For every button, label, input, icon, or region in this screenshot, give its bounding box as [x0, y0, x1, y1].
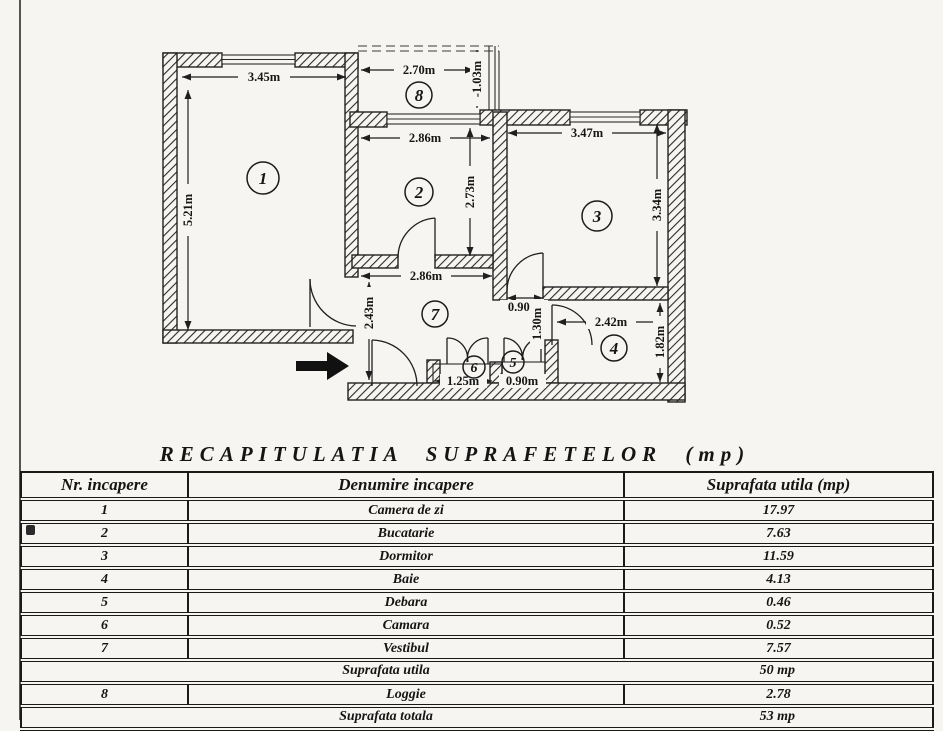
- dim-loggia-depth: -1.03m: [470, 50, 484, 108]
- dim-vestibul-width: 2.86m: [361, 269, 492, 283]
- floor-plan: 3.45m 5.21m 2.70m -1.03m 2.86m 2.73m 3: [162, 45, 688, 403]
- row-nr: 2: [21, 522, 189, 547]
- dim-baie-width: 2.42m: [557, 315, 666, 329]
- svg-text:3.34m: 3.34m: [650, 188, 664, 221]
- recap-title: RECAPITULATIA SUPRAFETELOR (mp): [159, 442, 751, 466]
- table-row: 4 Baie 4.13: [21, 568, 933, 593]
- scanned-page-edge: [19, 0, 21, 720]
- row-denumire: Debara: [188, 591, 625, 616]
- svg-text:0.90m: 0.90m: [506, 374, 539, 388]
- header-denumire: Denumire incapere: [188, 472, 625, 501]
- row-denumire: Bucatarie: [188, 522, 625, 547]
- room-camera-number: 1: [246, 161, 280, 195]
- table-row: 7 Vestibul 7.57: [21, 637, 933, 662]
- dim-vestibul-height: 2.43m: [362, 282, 376, 380]
- row-suprafata: 17.97: [624, 499, 933, 524]
- row-nr: 3: [21, 545, 189, 570]
- svg-text:2.70m: 2.70m: [403, 63, 436, 77]
- row-suprafata: 2.78: [624, 683, 933, 708]
- header-suprafata: Suprafata utila (mp): [624, 472, 933, 501]
- dim-baie-height: 1.82m: [653, 303, 667, 382]
- dim-loggia-width: 2.70m: [361, 63, 474, 77]
- row-nr: 5: [21, 591, 189, 616]
- svg-text:7: 7: [431, 305, 441, 324]
- summary-utila-label: Suprafata utila: [342, 663, 430, 678]
- row-nr: 8: [21, 683, 189, 708]
- svg-text:2.86m: 2.86m: [410, 269, 443, 283]
- svg-text:1.25m: 1.25m: [447, 374, 480, 388]
- room-camara-number: 6: [462, 355, 486, 379]
- svg-text:3.47m: 3.47m: [571, 126, 604, 140]
- table-header-row: Nr. incapere Denumire incapere Suprafata…: [21, 472, 933, 501]
- header-nr-incapere: Nr. incapere: [21, 472, 189, 501]
- row-suprafata: 7.63: [624, 522, 933, 547]
- svg-text:8: 8: [415, 86, 424, 105]
- room-debara-number: 5: [501, 350, 525, 374]
- windows: [221, 54, 641, 125]
- svg-text:5: 5: [510, 356, 517, 371]
- table-row: 1 Camera de zi 17.97: [21, 499, 933, 524]
- row-suprafata: 4.13: [624, 568, 933, 593]
- room-baie-number: 4: [600, 334, 628, 362]
- svg-text:2.43m: 2.43m: [362, 296, 376, 329]
- svg-text:3.45m: 3.45m: [248, 70, 281, 84]
- walls: [162, 52, 688, 403]
- svg-text:5.21m: 5.21m: [181, 193, 195, 226]
- table-row: 8 Loggie 2.78: [21, 683, 933, 708]
- row-suprafata: 0.52: [624, 614, 933, 639]
- summary-totala-row: Suprafata totala 53 mp: [21, 706, 933, 731]
- svg-text:1: 1: [259, 169, 268, 188]
- svg-text:3: 3: [592, 207, 602, 226]
- svg-text:2.86m: 2.86m: [409, 131, 442, 145]
- room-dormitor-number: 3: [581, 200, 613, 232]
- scan-artifact: [26, 525, 35, 535]
- summary-totala-label: Suprafata totala: [339, 709, 433, 724]
- room-loggia-number: 8: [405, 81, 433, 109]
- row-suprafata: 7.57: [624, 637, 933, 662]
- summary-totala-value: 53 mp: [759, 709, 795, 724]
- svg-text:1.82m: 1.82m: [653, 325, 667, 358]
- dim-camera-height: 5.21m: [181, 90, 195, 330]
- row-nr: 6: [21, 614, 189, 639]
- dim-debara-depth: 1.30m: [530, 299, 544, 349]
- dim-bucatarie-width: 2.86m: [361, 131, 490, 145]
- svg-text:-1.03m: -1.03m: [470, 60, 484, 97]
- row-denumire: Camara: [188, 614, 625, 639]
- summary-utila-value: 50 mp: [759, 663, 795, 678]
- svg-text:4: 4: [609, 339, 619, 358]
- dim-camera-width: 3.45m: [182, 70, 346, 84]
- recap-table: Nr. incapere Denumire incapere Suprafata…: [20, 471, 934, 731]
- svg-text:2.73m: 2.73m: [463, 175, 477, 208]
- svg-text:1.30m: 1.30m: [530, 307, 544, 340]
- row-suprafata: 11.59: [624, 545, 933, 570]
- svg-text:2.42m: 2.42m: [595, 315, 628, 329]
- row-denumire: Vestibul: [188, 637, 625, 662]
- dim-camara-width: 1.25m: [435, 374, 492, 388]
- row-suprafata: 0.46: [624, 591, 933, 616]
- table-row: 2 Bucatarie 7.63: [21, 522, 933, 547]
- dim-dormitor-width: 3.47m: [508, 126, 666, 140]
- row-denumire: Camera de zi: [188, 499, 625, 524]
- room-bucatarie-number: 2: [404, 177, 434, 207]
- summary-utila-row: Suprafata utila 50 mp: [21, 660, 933, 685]
- table-row: 6 Camara 0.52: [21, 614, 933, 639]
- svg-text:6: 6: [471, 361, 478, 376]
- svg-text:2: 2: [414, 183, 424, 202]
- row-denumire: Dormitor: [188, 545, 625, 570]
- row-denumire: Baie: [188, 568, 625, 593]
- dim-bucatarie-height: 2.73m: [463, 128, 477, 256]
- row-nr: 1: [21, 499, 189, 524]
- row-nr: 7: [21, 637, 189, 662]
- entrance-arrow-icon: [296, 352, 349, 380]
- dim-debara-width: 0.90m: [499, 374, 546, 388]
- table-row: 3 Dormitor 11.59: [21, 545, 933, 570]
- room-vestibul-number: 7: [421, 300, 449, 328]
- table-row: 5 Debara 0.46: [21, 591, 933, 616]
- dim-dormitor-height: 3.34m: [650, 124, 664, 286]
- row-nr: 4: [21, 568, 189, 593]
- row-denumire: Loggie: [188, 683, 625, 708]
